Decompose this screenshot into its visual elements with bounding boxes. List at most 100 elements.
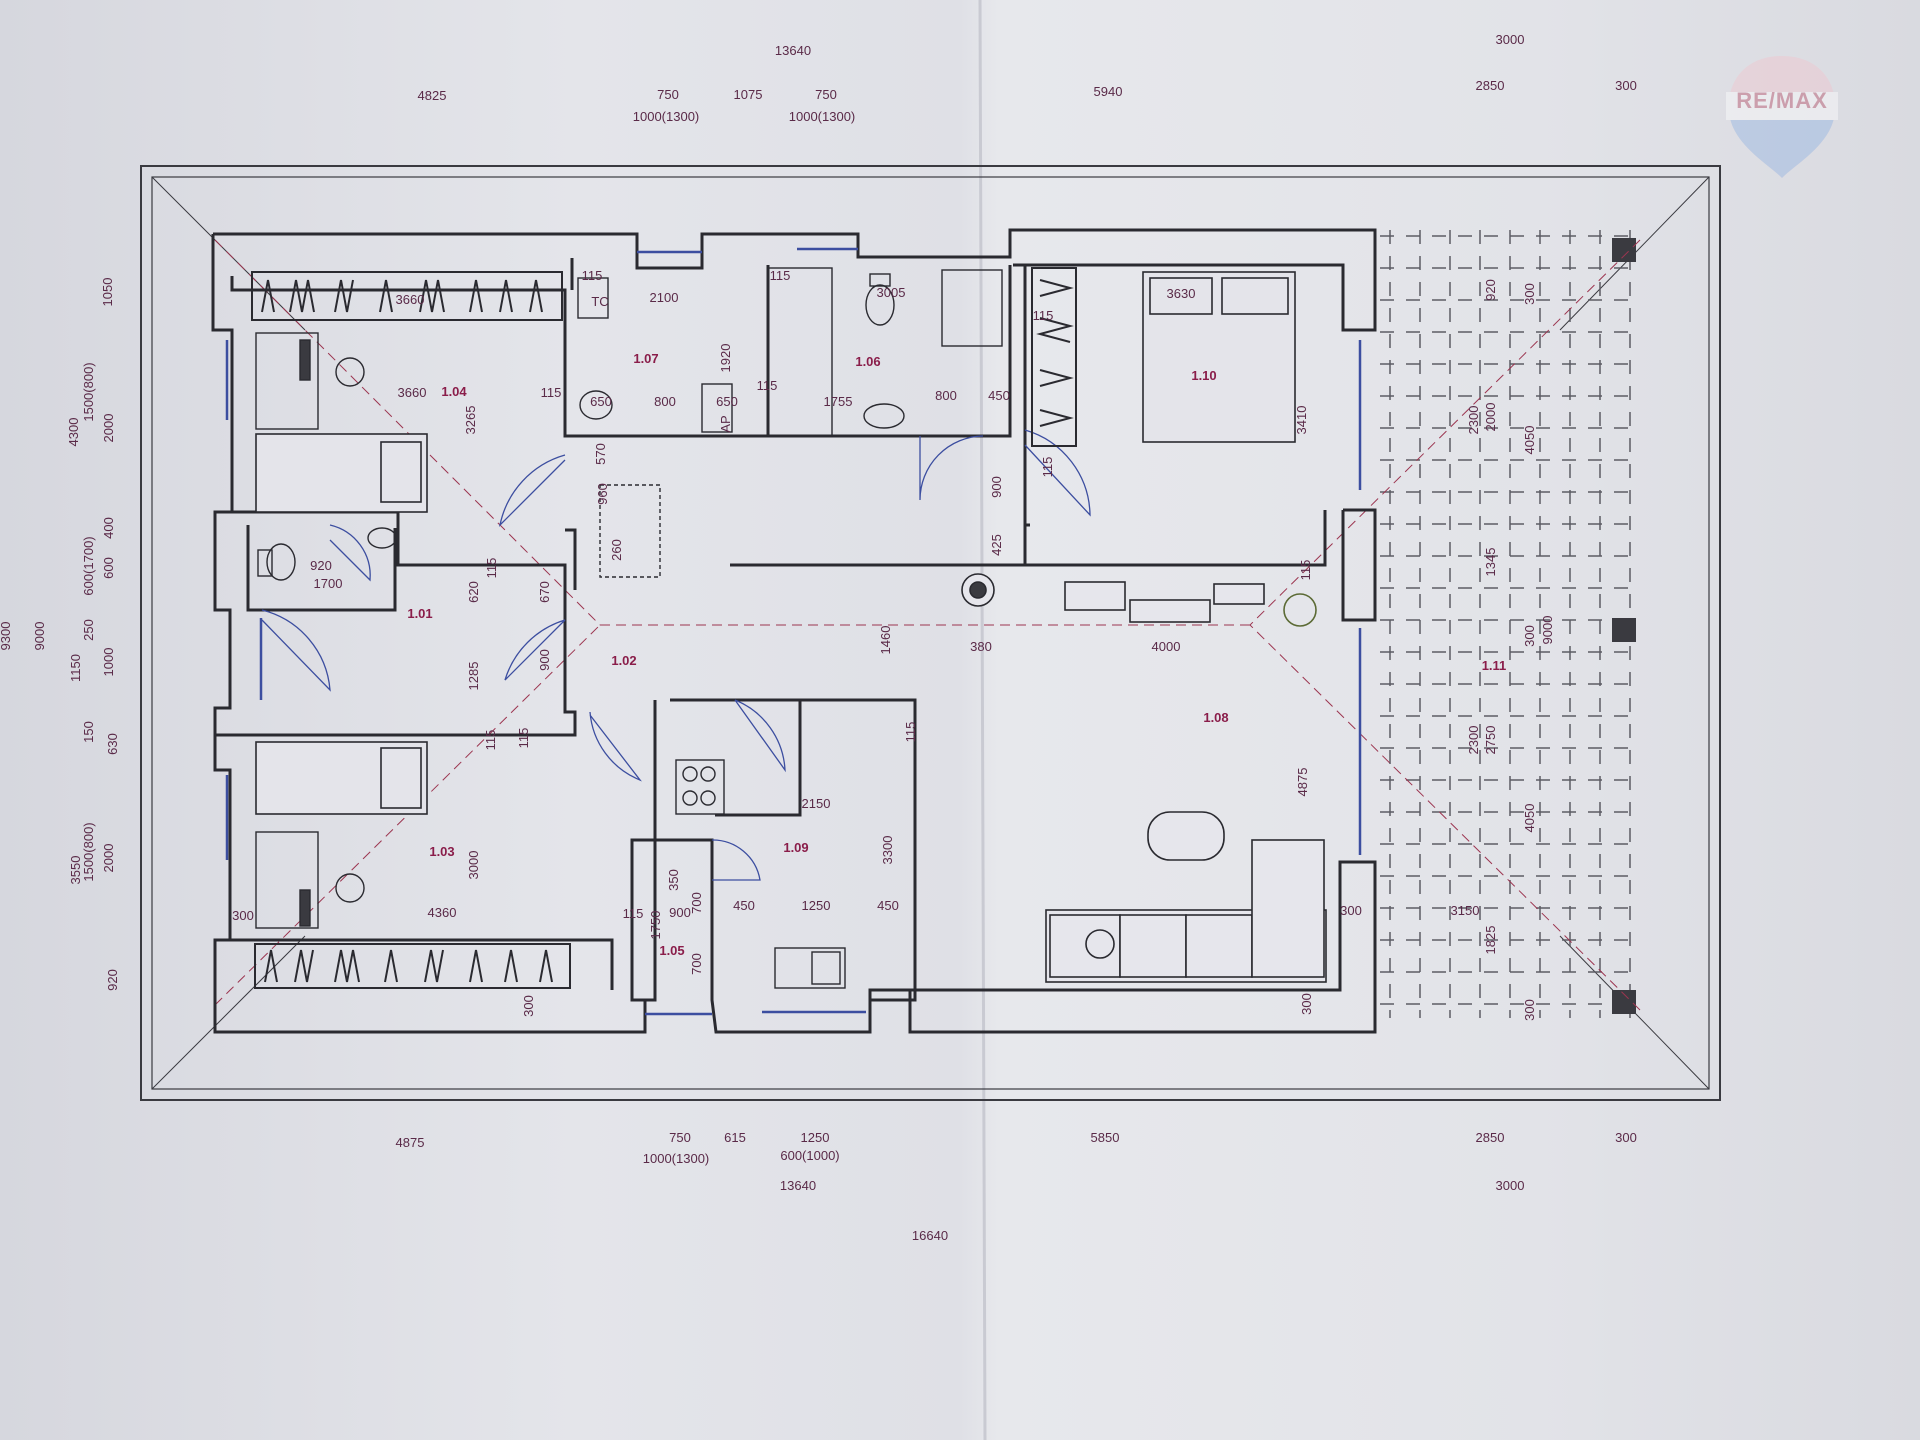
- dimension-label-inner: 3660: [398, 385, 427, 400]
- dimension-label-inner: 900: [537, 649, 552, 671]
- dimension-label-inner: 650: [590, 394, 612, 409]
- dimension-label-bottom: 16640: [912, 1228, 948, 1243]
- dimension-label-inner: 650: [716, 394, 738, 409]
- dimension-label-top: 2850: [1476, 78, 1505, 93]
- dimension-label-inner: 115: [1040, 457, 1055, 478]
- dimension-label-left: 1500(800): [81, 362, 96, 421]
- dimension-label-top: 4825: [418, 88, 447, 103]
- dimension-label-right: 9000: [1540, 616, 1555, 645]
- dimension-label-inner: 1460: [878, 626, 893, 655]
- dimension-label-inner: 3630: [1167, 286, 1196, 301]
- dimension-label-inner: 115: [770, 268, 791, 283]
- dimension-label-right: 920: [1483, 279, 1498, 301]
- dimension-label-inner: 620: [466, 581, 481, 603]
- dimension-label-left: 600: [101, 557, 116, 579]
- dimension-label-inner: 800: [654, 394, 676, 409]
- dimension-label-right: 4050: [1522, 804, 1537, 833]
- dimension-label-inner: 115: [541, 385, 562, 400]
- dimension-label-bottom: 3000: [1496, 1178, 1525, 1193]
- dimension-label-right: 300: [1522, 625, 1537, 647]
- dimension-label-inner: 2100: [650, 290, 679, 305]
- dimension-label-inner: 115: [516, 728, 531, 749]
- dimension-label-inner: 960: [595, 483, 610, 505]
- dimension-label-bottom: 5850: [1091, 1130, 1120, 1145]
- dimension-label-inner: 3150: [1451, 903, 1480, 918]
- dimension-label-bottom: 615: [724, 1130, 746, 1145]
- wardrobe-master: [1031, 267, 1077, 447]
- windows: [225, 247, 1362, 1016]
- dimension-label-top: 750: [815, 87, 837, 102]
- dimension-label-top: 1000(1300): [633, 109, 700, 124]
- dimension-label-inner: 115: [483, 730, 498, 751]
- dimension-label-right: 2300: [1466, 406, 1481, 435]
- dimension-label-inner: 3005: [877, 285, 906, 300]
- dimension-label-bottom: 4875: [396, 1135, 425, 1150]
- dimension-label-inner: 450: [733, 898, 755, 913]
- dimension-label-left: 600(1700): [81, 536, 96, 595]
- desks: [255, 332, 365, 929]
- dimension-label-left: 9000: [32, 622, 47, 651]
- dimension-label-inner: 1250: [802, 898, 831, 913]
- dimension-label-top: 13640: [775, 43, 811, 58]
- dimension-label-inner: 1920: [718, 344, 733, 373]
- wardrobe-bottom: [254, 943, 571, 989]
- dimension-label-inner: 700: [689, 953, 704, 975]
- room-label-1-09: 1.09: [783, 840, 808, 855]
- dimension-label-inner: 800: [935, 388, 957, 403]
- dimension-label-inner: 1700: [314, 576, 343, 591]
- room-label-1-06: 1.06: [855, 354, 880, 369]
- dimension-label-right: 2750: [1483, 726, 1498, 755]
- dimension-label-right: 300: [1522, 283, 1537, 305]
- dimension-label-left: 2000: [101, 414, 116, 443]
- dimension-label-inner: 115: [484, 558, 499, 579]
- remax-brand: RE/MAX: [1736, 88, 1828, 113]
- dimension-label-left: 1000: [101, 648, 116, 677]
- dimension-label-left: 250: [81, 619, 96, 641]
- room-label-1-02: 1.02: [611, 653, 636, 668]
- dimension-label-inner: 900: [989, 476, 1004, 498]
- dimension-label-inner: 4875: [1295, 768, 1310, 797]
- dimension-label-inner: 115: [1033, 308, 1054, 323]
- bathroom-fixtures: [257, 267, 1003, 581]
- dimension-label-left: 2000: [101, 844, 116, 873]
- door-swings: [261, 429, 1091, 881]
- room-label-1-11: 1.11: [1482, 658, 1507, 673]
- dimension-label-inner: 450: [877, 898, 899, 913]
- dimension-label-inner: 115: [623, 906, 644, 921]
- dimension-label-right: 1345: [1483, 548, 1498, 577]
- dimension-label-inner: 115: [903, 722, 918, 743]
- dimension-label-left: 1150: [68, 654, 83, 682]
- dimension-label-inner: 3265: [463, 406, 478, 435]
- dimension-label-inner: 3660: [396, 292, 425, 307]
- dimension-label-inner: 3410: [1294, 406, 1309, 435]
- dimension-label-inner: 115: [1298, 560, 1313, 581]
- dimension-label-inner: TC: [591, 294, 608, 309]
- dimension-label-right: 300: [1522, 999, 1537, 1021]
- living-room-furniture: [961, 573, 1327, 983]
- dimension-label-left: 920: [105, 969, 120, 991]
- dimension-label-top: 300: [1615, 78, 1637, 93]
- room-label-1-05: 1.05: [659, 943, 684, 958]
- roof-hip-projection: [214, 239, 1641, 1011]
- dimension-label-bottom: 1000(1300): [643, 1151, 710, 1166]
- dimension-label-bottom: 1250: [801, 1130, 830, 1145]
- wardrobe-top: [251, 271, 563, 321]
- dimension-label-inner: 1750: [648, 911, 663, 940]
- dimension-label-bottom: 600(1000): [780, 1148, 839, 1163]
- dimension-label-inner: 570: [593, 443, 608, 465]
- dimension-label-inner: 425: [989, 534, 1004, 556]
- dimension-label-inner: 3000: [466, 851, 481, 880]
- dimension-label-inner: 450: [988, 388, 1010, 403]
- dimension-label-inner: 260: [609, 539, 624, 561]
- room-label-1-07: 1.07: [633, 351, 658, 366]
- room-label-1-01: 1.01: [407, 606, 432, 621]
- dimension-label-right: 1825: [1483, 926, 1498, 955]
- terrace-columns: [1612, 238, 1636, 1014]
- dimension-label-left: 4300: [66, 418, 81, 447]
- remax-logo: RE/MAX: [1722, 52, 1842, 182]
- dimension-label-top: 5940: [1094, 84, 1123, 99]
- terrace-tiles: [1380, 230, 1640, 1018]
